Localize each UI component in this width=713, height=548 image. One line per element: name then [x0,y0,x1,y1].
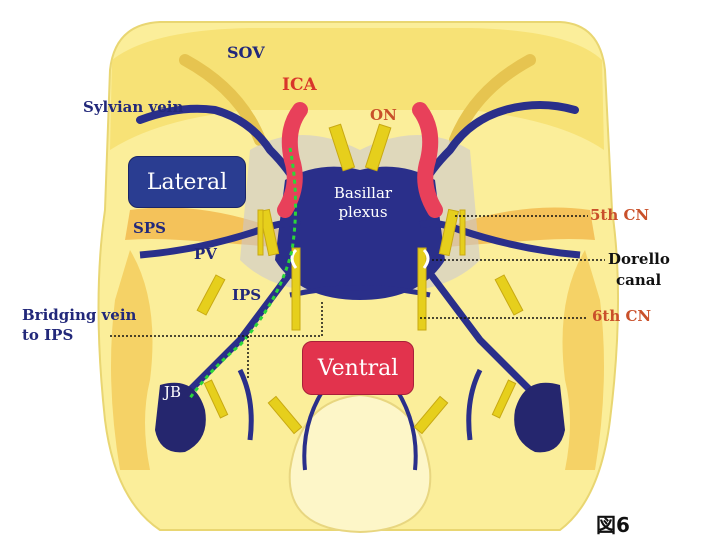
label-ips: IPS [232,288,261,303]
label-ica: ICA [282,77,317,94]
label-sov: SOV [227,45,265,61]
label-sylvian-vein: Sylvian vein [83,100,183,115]
figure-number: 図6 [596,509,630,538]
label-sps: SPS [133,221,166,236]
label-5th-cn: 5th CN [590,208,649,223]
label-basillar-line1: Basillar [318,184,408,203]
label-ventral: Ventral [318,356,399,381]
label-dorello-line2: canal [616,273,661,288]
right-ica [420,110,435,210]
label-dorello-line1: Dorello [608,252,670,267]
label-basillar-plexus: Basillar plexus [318,184,408,222]
label-jb: JB [164,385,181,400]
label-6th-cn: 6th CN [592,309,651,324]
lateral-box: Lateral [128,156,246,208]
left-ica [285,110,300,210]
label-bridging-line1: Bridging vein [22,308,136,323]
label-basillar-line2: plexus [318,203,408,222]
label-bridging-line2: to IPS [22,328,73,343]
label-on: ON [370,108,397,123]
ventral-box: Ventral [302,341,414,395]
label-pv: PV [194,247,217,262]
label-lateral: Lateral [147,170,227,195]
